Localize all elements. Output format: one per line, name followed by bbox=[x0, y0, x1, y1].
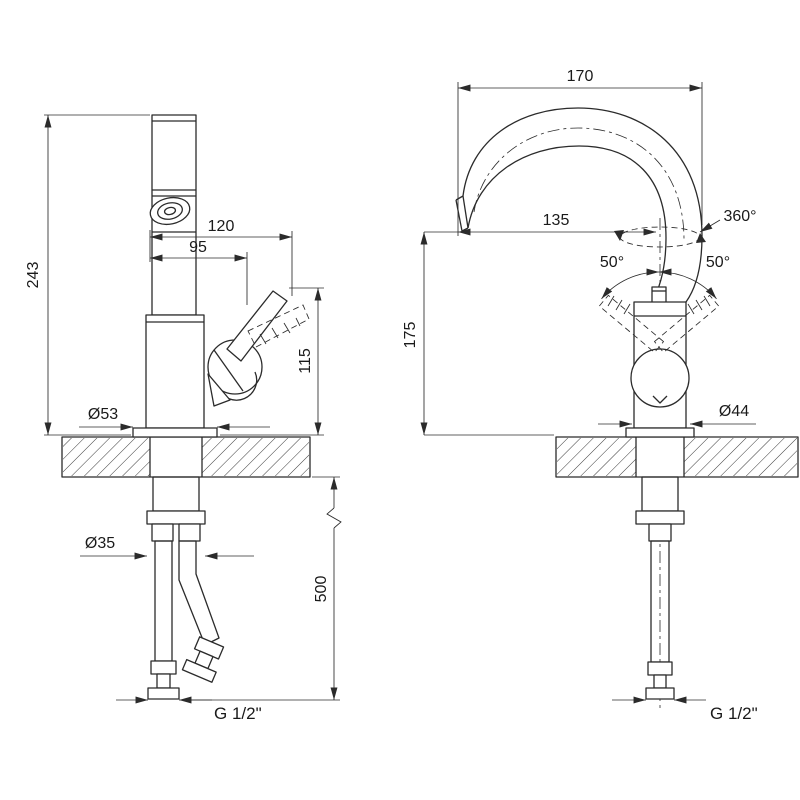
front-view: 50° 50° 360° 170 bbox=[402, 68, 799, 723]
dim-width-170: 170 bbox=[457, 68, 703, 236]
hose-fitting-straight bbox=[147, 660, 180, 700]
mixer-body-front bbox=[625, 286, 695, 438]
dim-reach-120: 120 bbox=[149, 218, 293, 296]
side-hole-diameter-label: Ø35 bbox=[85, 535, 115, 552]
mounting-nut-right bbox=[635, 510, 685, 525]
countertop-section-right bbox=[555, 436, 799, 478]
hose-nipple-2 bbox=[178, 523, 201, 542]
spout-centerline bbox=[473, 127, 685, 241]
countertop-section-left bbox=[61, 436, 311, 478]
handle-lever-alt-position bbox=[247, 304, 310, 348]
front-offset-label: 135 bbox=[543, 212, 570, 229]
base-flange-side bbox=[132, 427, 218, 438]
mounting-nut-left bbox=[146, 510, 206, 525]
lever-angle-right-label: 50° bbox=[706, 254, 730, 271]
dim-base-diameter-53: Ø53 bbox=[79, 406, 270, 431]
handle-lever bbox=[226, 290, 288, 362]
aerator-face bbox=[149, 196, 191, 226]
front-thread-label: G 1/2" bbox=[710, 704, 758, 723]
gooseneck-spout bbox=[455, 107, 703, 303]
dim-body-height-115: 115 bbox=[220, 287, 324, 436]
lever-angle-arcs: 50° 50° bbox=[600, 254, 730, 300]
dim-height-243: 243 bbox=[25, 114, 150, 436]
mixer-body-side bbox=[145, 314, 205, 429]
dim-offset-135: 135 bbox=[424, 212, 656, 236]
swivel-indicator: 360° bbox=[614, 208, 757, 248]
threaded-shank-left bbox=[152, 476, 200, 512]
dim-hole-diameter-35: Ø35 bbox=[80, 535, 254, 560]
front-body-diameter-label: Ø44 bbox=[719, 403, 749, 420]
base-flange-front bbox=[625, 427, 695, 438]
threaded-shank-right bbox=[641, 476, 679, 512]
hose-nipple-right bbox=[648, 523, 672, 542]
supply-hose-bent bbox=[178, 540, 220, 646]
dim-thread-left: G 1/2" bbox=[116, 696, 262, 723]
side-reach-inner-label: 95 bbox=[189, 239, 207, 256]
side-hose-length-label: 500 bbox=[313, 576, 330, 603]
hose-fitting-right bbox=[645, 661, 675, 700]
lever-angle-left-label: 50° bbox=[600, 254, 624, 271]
dim-height-175: 175 bbox=[402, 232, 554, 436]
supply-hose-straight bbox=[154, 540, 173, 662]
under-counter-right bbox=[635, 476, 685, 700]
front-height-label: 175 bbox=[402, 322, 419, 349]
side-body-height-label: 115 bbox=[297, 348, 314, 374]
front-width-label: 170 bbox=[567, 68, 594, 85]
hose-fitting-angled bbox=[181, 636, 225, 683]
side-base-diameter-label: Ø53 bbox=[88, 406, 118, 423]
swivel-arrowhead-right bbox=[696, 233, 706, 243]
handle-base-wedge bbox=[207, 373, 231, 407]
swivel-angle-label: 360° bbox=[723, 208, 756, 225]
faucet-side bbox=[132, 114, 310, 700]
handle-sphere-front bbox=[630, 348, 690, 408]
side-thread-label: G 1/2" bbox=[214, 704, 262, 723]
dim-hose-length-500: 500 bbox=[182, 476, 342, 701]
dim-thread-right: G 1/2" bbox=[612, 696, 758, 723]
side-reach-outer-label: 120 bbox=[208, 218, 235, 235]
dim-body-diameter-44: Ø44 bbox=[598, 403, 756, 428]
hose-nipple-1 bbox=[151, 523, 174, 542]
dim-reach-95: 95 bbox=[150, 239, 248, 305]
side-view: 243 120 95 115 Ø53 Ø35 bbox=[25, 114, 342, 723]
side-height-label: 243 bbox=[25, 262, 42, 289]
